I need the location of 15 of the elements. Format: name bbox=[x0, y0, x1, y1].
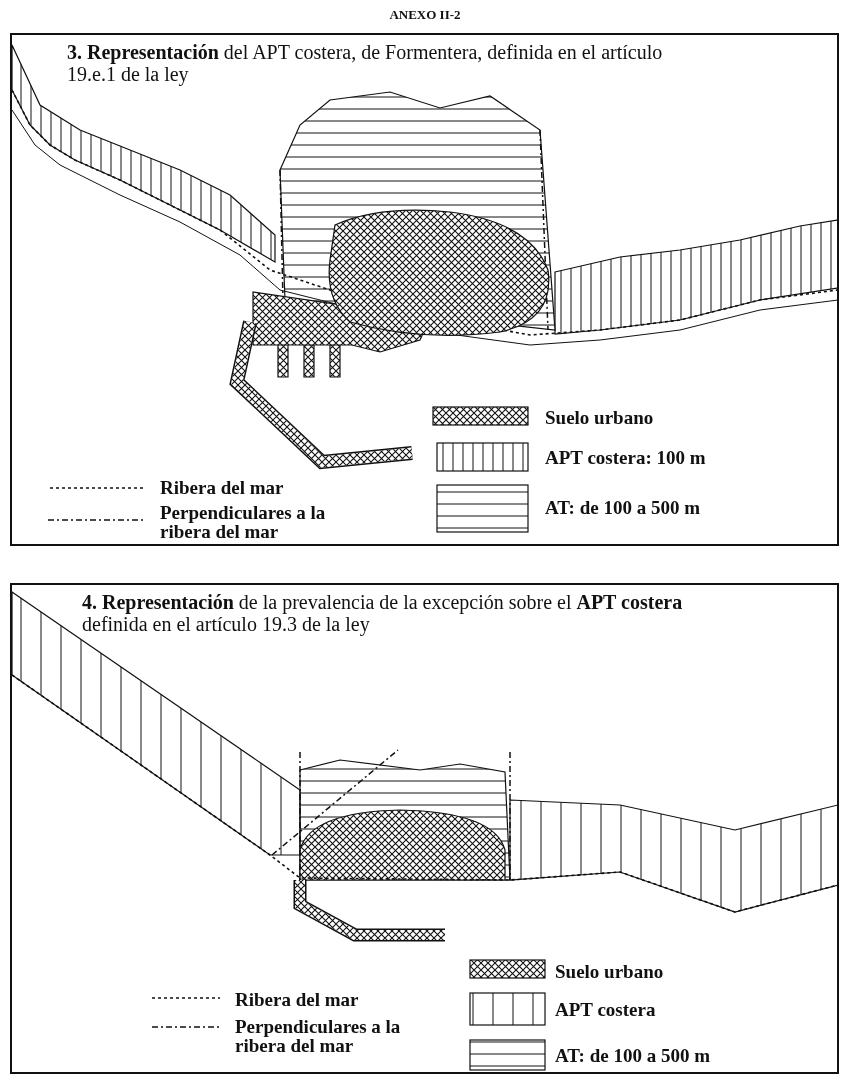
legend-label: Suelo urbano bbox=[545, 408, 655, 427]
legend-label: Ribera del mar bbox=[160, 478, 285, 497]
legend-label: APT costera bbox=[555, 1000, 657, 1019]
legend-label: Ribera del mar bbox=[235, 990, 360, 1009]
legend-label: Perpendiculares a la ribera del mar bbox=[160, 503, 327, 541]
legend-label: Perpendiculares a la ribera del mar bbox=[235, 1017, 402, 1055]
legend-label: APT costera: 100 m bbox=[545, 448, 707, 467]
legend-label: AT: de 100 a 500 m bbox=[555, 1046, 711, 1065]
panel-heading: 3. Representación del APT costera, de Formentera, definida en el artículo 19.e.1 de la ley bbox=[67, 41, 664, 85]
panel-heading: 4. Representación de la prevalencia de la excepción sobre el APT costera definida en el artículo 19.3 de la ley bbox=[82, 591, 684, 635]
legend-label: AT: de 100 a 500 m bbox=[545, 498, 701, 517]
page-title: ANEXO II-2 bbox=[388, 7, 462, 23]
map-panel bbox=[10, 583, 839, 1074]
map-panel bbox=[10, 33, 839, 546]
legend-label: Suelo urbano bbox=[555, 962, 665, 981]
